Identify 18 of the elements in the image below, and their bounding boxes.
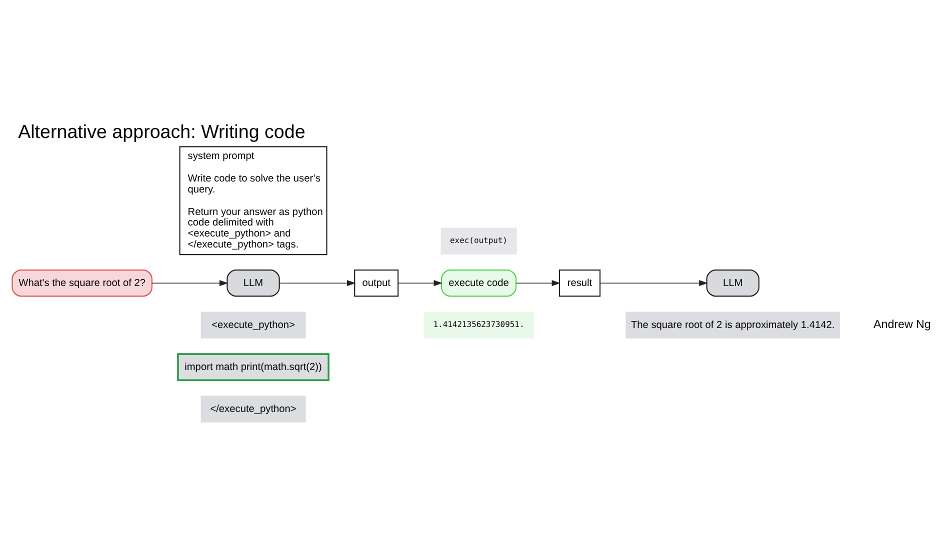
node-box: execute code [440, 270, 517, 297]
arrow [398, 280, 442, 286]
node-box: output [354, 270, 399, 297]
node-box: result [558, 270, 601, 297]
node-box: <execute_python> [200, 312, 306, 338]
arrow [600, 280, 708, 286]
arrow [516, 280, 560, 286]
node-box: </execute_python> [200, 396, 306, 422]
node-box: The square root of 2 is approximately 1.4142. [626, 312, 840, 338]
node-box: LLM [706, 270, 760, 297]
arrow [152, 280, 228, 286]
node-box: LLM [226, 270, 280, 297]
node-box: What's the square root of 2? [12, 270, 152, 297]
node-box: import math print(math.sqrt(2)) [177, 353, 330, 382]
arrow [279, 280, 356, 286]
node-box: system prompt Write code to solve the user’s query. Return your answer as python code delimited with <execute_python> and </execute_python> tags. [179, 146, 328, 256]
label: Andrew Ng [874, 318, 931, 331]
diagram-title: Alternative approach: Writing code [18, 120, 306, 142]
